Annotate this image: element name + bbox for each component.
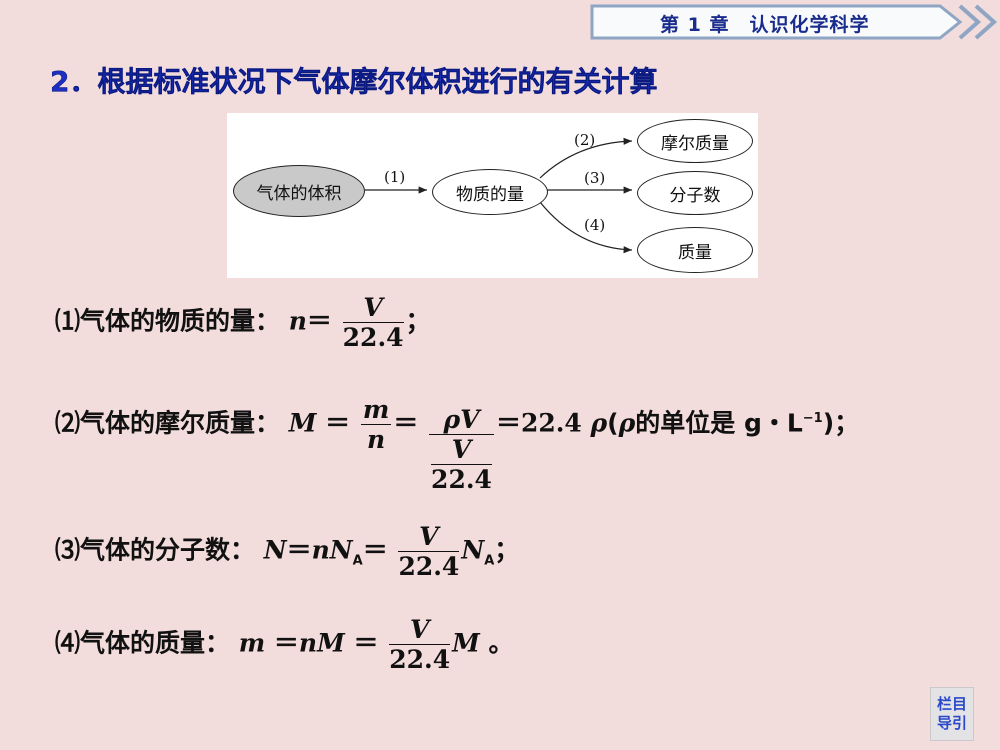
double-chevron-right-icon — [958, 4, 982, 40]
node-mass: 质量 — [637, 227, 753, 273]
equals-sign: ＝ — [344, 628, 379, 658]
numerator: V — [431, 435, 492, 465]
paren: ( — [607, 408, 619, 438]
formula-4: ⑷气体的质量： m ＝nM ＝ V 22.4 M 。 — [55, 615, 514, 674]
fraction-m-over-n: m n — [360, 395, 392, 454]
terminator: ； — [405, 306, 431, 336]
terminator: 。 — [479, 628, 514, 658]
unit-text: 的单位是 g・L — [635, 408, 803, 438]
nav-line-1: 栏目 — [936, 695, 967, 713]
M-symbol: M — [452, 628, 480, 658]
formula-2-lhs: M — [288, 408, 317, 438]
banner-frame — [590, 4, 998, 40]
n-M: nM — [298, 628, 345, 658]
flow-diagram: 气体的体积 物质的量 摩尔质量 分子数 质量 (1) (2) (3) (4) — [227, 113, 758, 278]
terminator: )； — [822, 408, 860, 438]
nav-line-2: 导引 — [936, 714, 967, 732]
formula-4-lhs: m — [238, 628, 266, 658]
numerator: V — [398, 522, 460, 552]
formula-4-label: ⑷气体的质量： — [55, 628, 231, 658]
unit-exponent: −1 — [802, 411, 823, 427]
equals-sign: ＝ — [362, 535, 388, 565]
formula-3-label: ⑶气体的分子数： — [55, 535, 256, 565]
formula-2-label: ⑵气体的摩尔质量： — [55, 408, 281, 438]
formula-1-label: ⑴气体的物质的量： — [55, 306, 281, 336]
formula-1: ⑴气体的物质的量： n＝ V 22.4 ； — [55, 293, 431, 352]
equals-sign: ＝ — [316, 408, 351, 438]
chapter-title: 第 1 章 认识化学科学 — [660, 14, 870, 36]
numerator: V — [342, 293, 404, 323]
n-NA: nN — [311, 535, 353, 565]
node-molecule-count: 分子数 — [637, 171, 753, 215]
numerator: ρV — [429, 405, 494, 435]
equals-sign: ＝ — [286, 535, 312, 565]
fraction: V 22.4 — [398, 522, 460, 581]
edge-label-3: (3) — [584, 169, 606, 187]
nested-fraction: V 22.4 — [431, 435, 492, 494]
terminator: ； — [494, 535, 520, 565]
rho-symbol: ρ — [590, 408, 608, 438]
node-molar-mass: 摩尔质量 — [637, 119, 753, 163]
denominator: 22.4 — [389, 645, 451, 674]
rho-symbol: ρ — [618, 408, 636, 438]
node-gas-volume: 气体的体积 — [233, 165, 365, 217]
equals-sign: ＝ — [393, 408, 419, 438]
equals-value: ＝22.4 — [495, 408, 591, 438]
denominator: 22.4 — [398, 552, 460, 581]
formula-1-lhs: n — [288, 306, 307, 336]
equals-sign: ＝ — [306, 306, 332, 336]
subscript: A — [352, 553, 363, 569]
NA-symbol: N — [461, 535, 485, 565]
section-title: 2．根据标准状况下气体摩尔体积进行的有关计算 — [50, 65, 658, 99]
section-nav-button[interactable]: 栏目 导引 — [930, 687, 974, 741]
chapter-banner: 第 1 章 认识化学科学 — [590, 4, 998, 40]
denominator: V 22.4 — [429, 435, 494, 494]
subscript: A — [484, 553, 495, 569]
denominator: 22.4 — [431, 465, 492, 494]
node-amount-of-substance: 物质的量 — [432, 169, 548, 215]
formula-3: ⑶气体的分子数： N＝nNA＝ V 22.4 NA； — [55, 522, 519, 581]
edge-label-4: (4) — [584, 216, 606, 234]
edge-label-1: (1) — [384, 168, 406, 186]
numerator: m — [360, 395, 392, 425]
edge-label-2: (2) — [574, 131, 596, 149]
equals-sign: ＝ — [265, 628, 299, 658]
fraction: V 22.4 — [342, 293, 404, 352]
fraction: V 22.4 — [389, 615, 451, 674]
fraction-rhoV-over-V-22-4: ρV V 22.4 — [429, 405, 494, 494]
denominator: n — [366, 425, 386, 454]
formula-2: ⑵气体的摩尔质量： M ＝ m n ＝ ρV V 22.4 ＝22.4 ρ(ρ的… — [55, 395, 859, 494]
formula-3-lhs: N — [263, 535, 287, 565]
diagram-arrows — [365, 137, 633, 254]
numerator: V — [389, 615, 451, 645]
denominator: 22.4 — [342, 323, 404, 352]
